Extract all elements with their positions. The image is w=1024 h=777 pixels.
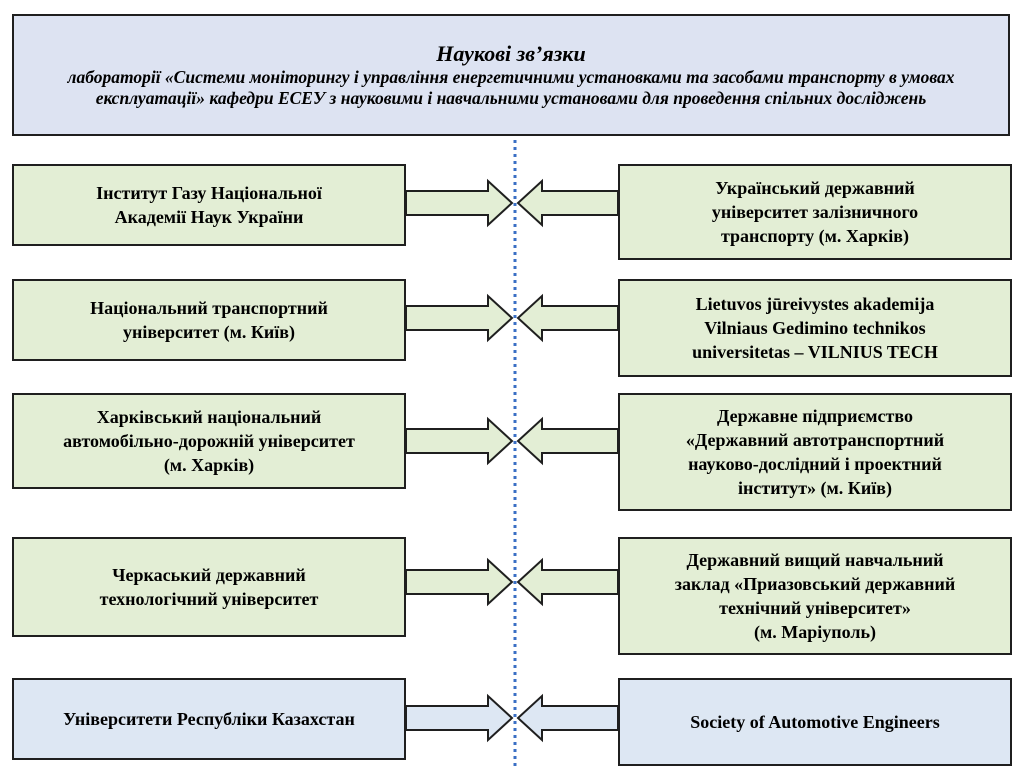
arrow-right-3 <box>405 416 514 466</box>
arrow-left-5 <box>516 693 619 743</box>
arrow-right-4 <box>405 557 514 607</box>
left-node-4: Черкаський державний технологічний уніве… <box>12 537 406 637</box>
arrow-left-4 <box>516 557 619 607</box>
diagram-header: Наукові зв’язки лабораторії «Системи мон… <box>12 14 1010 136</box>
arrow-right-2 <box>405 293 514 343</box>
left-node-5: Університети Республіки Казахстан <box>12 678 406 760</box>
arrow-left-3 <box>516 416 619 466</box>
arrow-left-1 <box>516 178 619 228</box>
right-node-5: Society of Automotive Engineers <box>618 678 1012 766</box>
right-node-2: Lietuvos jūreivystes akademija Vilniaus … <box>618 279 1012 377</box>
arrow-left-2 <box>516 293 619 343</box>
right-node-1: Український державний університет залізн… <box>618 164 1012 260</box>
right-node-4: Державний вищий навчальний заклад «Приаз… <box>618 537 1012 655</box>
left-node-1: Інститут Газу Національної Академії Наук… <box>12 164 406 246</box>
right-node-3: Державне підприємство «Державний автотра… <box>618 393 1012 511</box>
header-title: Наукові зв’язки <box>436 41 586 66</box>
arrow-right-1 <box>405 178 514 228</box>
left-node-2: Національний транспортний університет (м… <box>12 279 406 361</box>
header-subtitle: лабораторії «Системи моніторингу і управ… <box>67 67 955 108</box>
arrow-right-5 <box>405 693 514 743</box>
left-node-3: Харківський національний автомобільно-до… <box>12 393 406 489</box>
